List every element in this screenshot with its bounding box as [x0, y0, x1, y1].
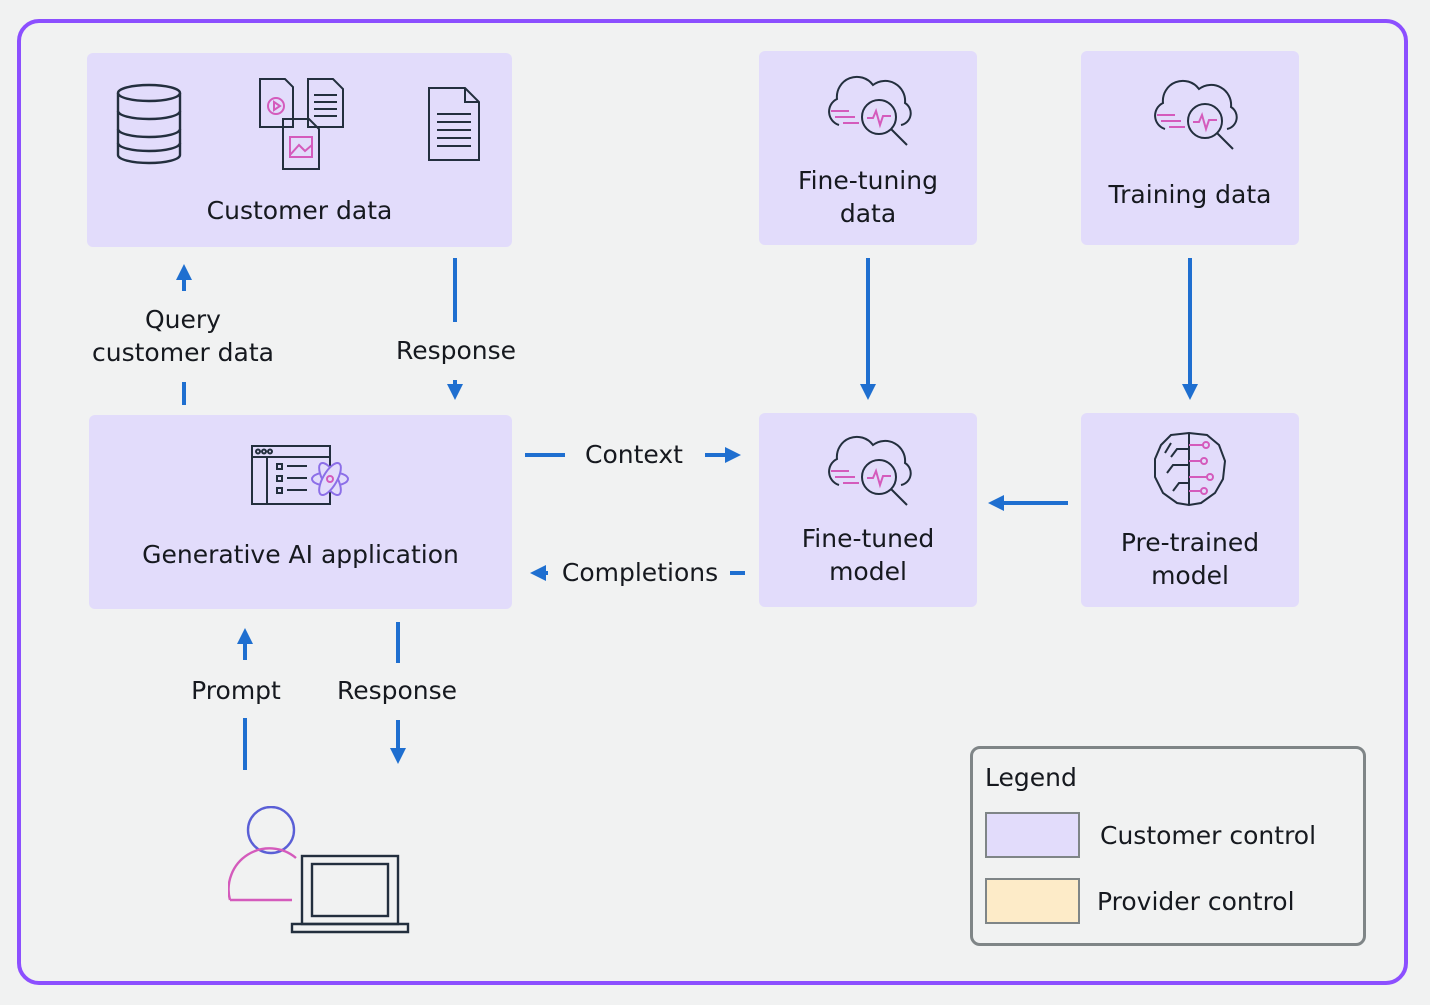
legend-swatch-provider [985, 878, 1080, 924]
response-bottom-label: Response [336, 676, 458, 705]
brain-circuit-icon [1151, 431, 1229, 511]
database-icon [115, 83, 183, 169]
cloud-analytics-icon [1151, 75, 1241, 159]
fine-tuned-model-label: Fine-tuned model [801, 524, 935, 586]
response-top-label: Response [395, 336, 517, 365]
legend-swatch-customer [985, 812, 1080, 858]
app-window-icon [251, 445, 351, 513]
context-label: Context [585, 440, 683, 469]
document-icon [427, 86, 481, 166]
cloud-analytics-icon [825, 431, 915, 515]
gen-ai-app-box: Generative AI application [89, 415, 512, 609]
documents-icon [257, 75, 349, 175]
cloud-analytics-icon [825, 71, 915, 155]
customer-data-label: Customer data [206, 196, 393, 225]
gen-ai-app-label: Generative AI application [142, 540, 459, 569]
legend-title: Legend [985, 763, 1077, 792]
pre-trained-model-label: Pre-trained model [1120, 528, 1260, 590]
legend: Legend Customer control Provider control [970, 746, 1366, 946]
pre-trained-model-box: Pre-trained model [1081, 413, 1299, 607]
fine-tuning-data-label: Fine-tuning data [798, 166, 938, 228]
training-data-box: Training data [1081, 51, 1299, 245]
legend-label-provider: Provider control [1097, 887, 1295, 916]
prompt-label: Prompt [191, 676, 281, 705]
user-laptop-icon [227, 805, 412, 942]
fine-tuning-data-box: Fine-tuning data [759, 51, 977, 245]
legend-label-customer: Customer control [1100, 821, 1317, 850]
diagram-frame [17, 19, 1408, 985]
fine-tuned-model-box: Fine-tuned model [759, 413, 977, 607]
training-data-label: Training data [1108, 180, 1272, 209]
completions-label: Completions [561, 558, 719, 587]
query-customer-data-label: Query customer data [92, 305, 274, 367]
customer-data-box: Customer data [87, 53, 512, 247]
